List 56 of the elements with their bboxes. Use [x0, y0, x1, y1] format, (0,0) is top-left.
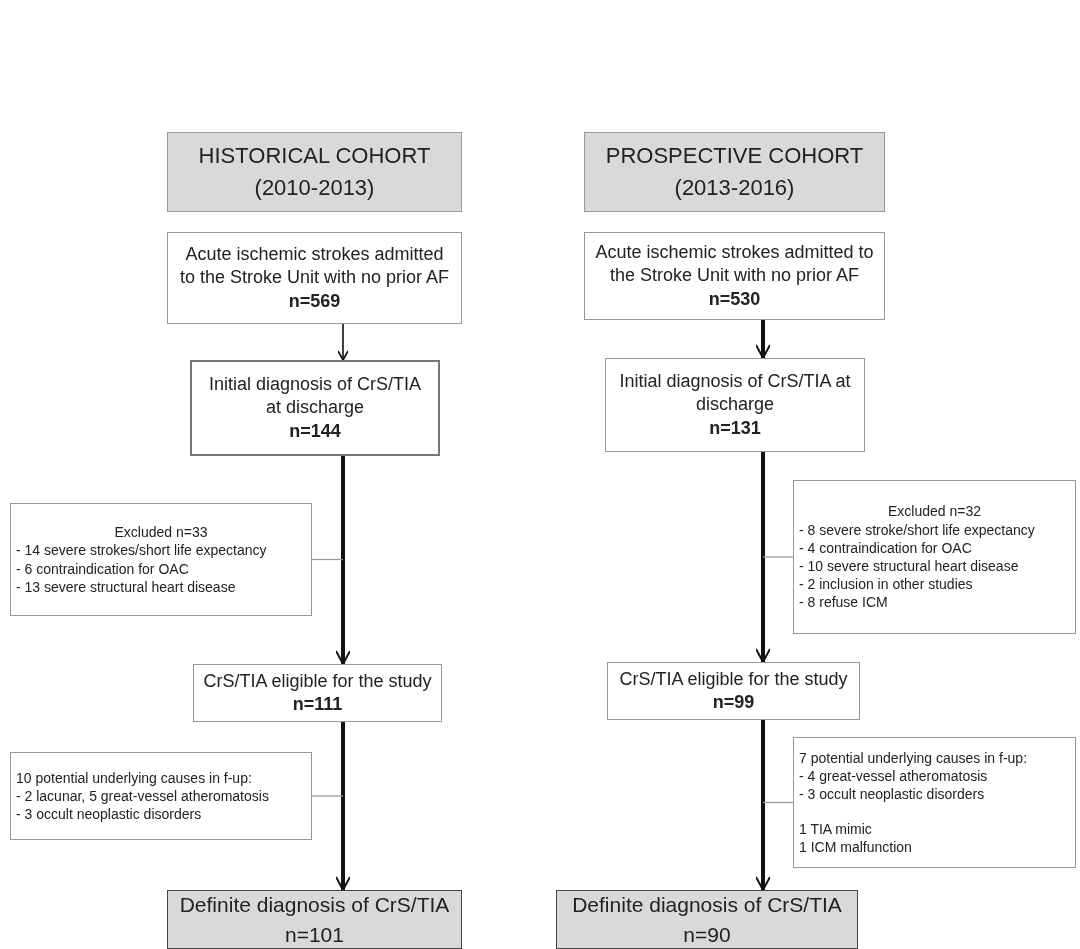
list-item: - 4 contraindication for OAC [799, 538, 973, 557]
box-text: Excluded n=33 [113, 523, 209, 542]
arrow [755, 720, 771, 891]
outcome-box [556, 890, 858, 949]
process-box [167, 232, 462, 324]
note-box [10, 503, 312, 616]
box-text: Definite diagnosis of CrS/TIA [179, 892, 450, 919]
list-item: - 10 severe structural heart disease [799, 557, 1020, 576]
box-text: Excluded n=32 [887, 502, 982, 521]
list-item: - 4 great-vessel atheromatosis [799, 767, 989, 786]
count-text: n=569 [288, 289, 341, 313]
arrow [755, 320, 771, 359]
arrow [755, 452, 771, 663]
list-item: - 2 inclusion in other studies [799, 575, 974, 594]
process-box [605, 358, 865, 452]
box-text: CrS/TIA eligible for the study [619, 667, 848, 691]
list-item: - 8 refuse ICM [799, 593, 889, 612]
connector-line [762, 556, 794, 558]
box-text: HISTORICAL COHORT (2010-2013) [197, 142, 432, 202]
count-text: n=101 [285, 921, 344, 948]
list-item: - 14 severe strokes/short life expectancy [16, 541, 268, 560]
note-box [10, 752, 312, 840]
list-item: - 13 severe structural heart disease [16, 577, 237, 596]
arrow [337, 323, 349, 361]
list-item: - 3 occult neoplastic disorders [799, 785, 986, 804]
connector-line [311, 558, 344, 561]
process-box [193, 664, 442, 722]
box-text: CrS/TIA eligible for the study [203, 669, 432, 693]
note-box [793, 737, 1076, 868]
list-item: 1 ICM malfunction [799, 837, 913, 856]
count-text: n=111 [292, 693, 343, 716]
cohort-header [584, 132, 885, 212]
cohort-header [167, 132, 462, 212]
box-text: PROSPECTIVE COHORT (2013-2016) [604, 142, 865, 202]
arrow [335, 722, 351, 891]
process-box [607, 662, 860, 720]
list-item: - 8 severe stroke/short life expectancy [799, 520, 1036, 539]
box-text: 7 potential underlying causes in f-up: [799, 749, 1029, 768]
connector-line [311, 795, 344, 797]
connector-line [762, 801, 794, 804]
count-text: n=144 [289, 419, 341, 443]
process-box [190, 360, 440, 456]
count-text: n=90 [683, 921, 731, 948]
arrow [335, 456, 351, 665]
note-box [793, 480, 1076, 634]
count-text: n=131 [709, 416, 761, 440]
list-item: - 3 occult neoplastic disorders [16, 805, 203, 824]
process-box [584, 232, 885, 320]
list-item: - 6 contraindication for OAC [16, 559, 190, 578]
count-text: n=99 [712, 691, 755, 714]
outcome-box [167, 890, 462, 949]
list-item: 1 TIA mimic [799, 819, 873, 838]
list-item: - 2 lacunar, 5 great-vessel atheromatosis [16, 786, 270, 806]
count-text: n=530 [708, 287, 761, 311]
box-text: Definite diagnosis of CrS/TIA [572, 892, 842, 919]
box-text: 10 potential underlying causes in f-up: [16, 768, 253, 787]
